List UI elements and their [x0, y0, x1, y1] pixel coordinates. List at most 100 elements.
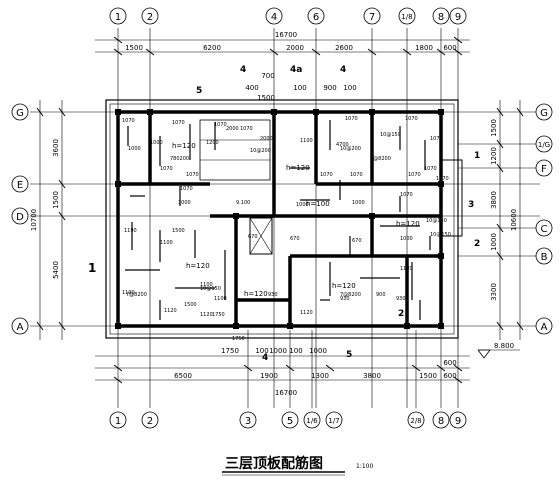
rebar-label: 930 [268, 292, 278, 298]
rebar-label: 10@150 [380, 132, 401, 138]
dim-bot2-6: 600 [443, 372, 456, 380]
dim-bot2-5: 1500 [419, 372, 437, 380]
thickness-labels: h=120 h=120 h=100 h=120 h=120 h=120 h=12… [172, 142, 420, 298]
rebar-label: 1120 [200, 312, 213, 318]
building-outline [105, 99, 463, 339]
axis-left-g: G [16, 108, 24, 119]
rebar-label: 7@8200 [126, 292, 147, 298]
thickness-1: h=120 [172, 142, 196, 150]
section-mark-5b: 5 [346, 350, 352, 360]
dim-top-1: 1500 [125, 44, 143, 52]
thickness-2: h=120 [286, 164, 310, 172]
axis-left-e: E [17, 180, 23, 191]
axis-bottom-8: 8 [438, 416, 444, 427]
rebar-label: 1070 [405, 116, 418, 122]
section-mark-3: 3 [468, 200, 474, 210]
dim-bot1-5: 1000 [309, 347, 327, 355]
thickness-3: h=100 [306, 200, 330, 208]
elevation-mark: 8.800 [477, 342, 520, 359]
rebar-label: 1100 [300, 138, 313, 144]
dim-top-2: 6200 [203, 44, 221, 52]
axis-right-f: F [541, 164, 547, 175]
rebar-label: 1750 [232, 336, 245, 342]
rebar-label: 1120 [300, 310, 313, 316]
section-mark-4b: 4 [340, 65, 346, 75]
rebar-label: 1070 [430, 136, 443, 142]
section-mark-2: 2 [398, 309, 404, 319]
rebar-label: 1100 [200, 282, 213, 288]
dim-top3-3: 1500 [257, 94, 275, 102]
rebar-label: 930 [340, 296, 350, 302]
thickness-7: h=120 [332, 282, 356, 290]
rebar-label: 1070 [214, 122, 227, 128]
axis-bottom-1: 1 [115, 416, 121, 427]
dim-left-2: 1500 [52, 191, 60, 209]
dim-right-4: 1000 [490, 233, 498, 251]
rebar-label: 1070 [122, 118, 135, 124]
dim-top-4: 2600 [335, 44, 353, 52]
dim-right-1: 1500 [490, 119, 498, 137]
axis-bubbles [11, 7, 553, 429]
dim-bot2-4: 3800 [363, 372, 381, 380]
rebar-label: 1070 [400, 192, 413, 198]
drawing-scale: 1:100 [356, 463, 373, 470]
rebar-label: 1750 [212, 312, 225, 318]
axis-bottom-3: 3 [245, 416, 251, 427]
rebar-label: 1000 [128, 146, 141, 152]
axis-right-g: G [540, 108, 548, 119]
axis-bottom-5: 5 [287, 416, 293, 427]
rebar-label: 10@200 [250, 148, 271, 154]
dim-bot1-1: 1750 [221, 347, 239, 355]
rebar-label: 7@8200 [340, 292, 361, 298]
dim-bot1-2: 100 [255, 347, 268, 355]
drawing-title-block: 三层顶板配筋图 1:100 [222, 455, 373, 476]
rebar-label: 1100 [214, 296, 227, 302]
axis-left-a: A [17, 322, 24, 333]
axis-top-1: 1 [115, 12, 121, 23]
dimension-lines [36, 36, 524, 384]
axis-top-2: 2 [147, 12, 153, 23]
rebar-label: 10@150 [200, 286, 221, 292]
axis-labels: 1 2 4 6 7 1/8 8 9 1 2 3 5 1/6 1/7 2/8 8 … [16, 12, 550, 427]
section-mark-4a: 4a [290, 65, 302, 75]
section-mark-4c: 4 [262, 353, 268, 363]
rebar-label: 900 [376, 292, 386, 298]
rebar-label: 1070 [160, 166, 173, 172]
rebar-label: 1070 [350, 172, 363, 178]
rebar-label: 1190 [122, 290, 135, 296]
axis-bottom-2: 2 [147, 416, 153, 427]
axis-bottom-1-6: 1/6 [306, 417, 318, 425]
rebar-label: 670 [248, 234, 258, 240]
dim-top3-5: 900 [323, 84, 336, 92]
axis-right-a: A [541, 322, 548, 333]
axis-top-9: 9 [455, 12, 461, 23]
rebar-label: 1000 [178, 200, 191, 206]
rebar-label: 780200 [170, 156, 189, 162]
section-mark-1b: 1 [474, 151, 480, 161]
dim-right-total: 10600 [510, 209, 518, 231]
axis-bottom-1-7: 1/7 [328, 417, 339, 425]
thickness-5: h=120 [186, 262, 210, 270]
drawing-title: 三层顶板配筋图 [225, 455, 323, 472]
rebar-label: 1190 [124, 228, 137, 234]
rebar-label: 7@8200 [370, 156, 391, 162]
dim-bot1-4: 100 [289, 347, 302, 355]
dim-bot1-3: 1000 [269, 347, 287, 355]
rebar-label: 1070 [424, 166, 437, 172]
section-mark-4: 4 [240, 65, 246, 75]
rebar-label: 1000 [296, 202, 309, 208]
rebar-label: 670 [290, 236, 300, 242]
rebar-label: 930 [396, 296, 406, 302]
rebar-label: 2000 [260, 136, 273, 142]
dim-right-3: 3800 [490, 191, 498, 209]
thickness-6: h=120 [244, 290, 268, 298]
section-mark-5: 5 [196, 86, 202, 96]
axis-bottom-2-8: 2/8 [410, 417, 421, 425]
rebar-label: 1500 [172, 228, 185, 234]
dim-bot2-1: 6500 [174, 372, 192, 380]
rebar-label: 9.100 [236, 200, 250, 206]
dim-right-2: 1200 [490, 147, 498, 165]
rebar-label: 1120 [164, 308, 177, 314]
